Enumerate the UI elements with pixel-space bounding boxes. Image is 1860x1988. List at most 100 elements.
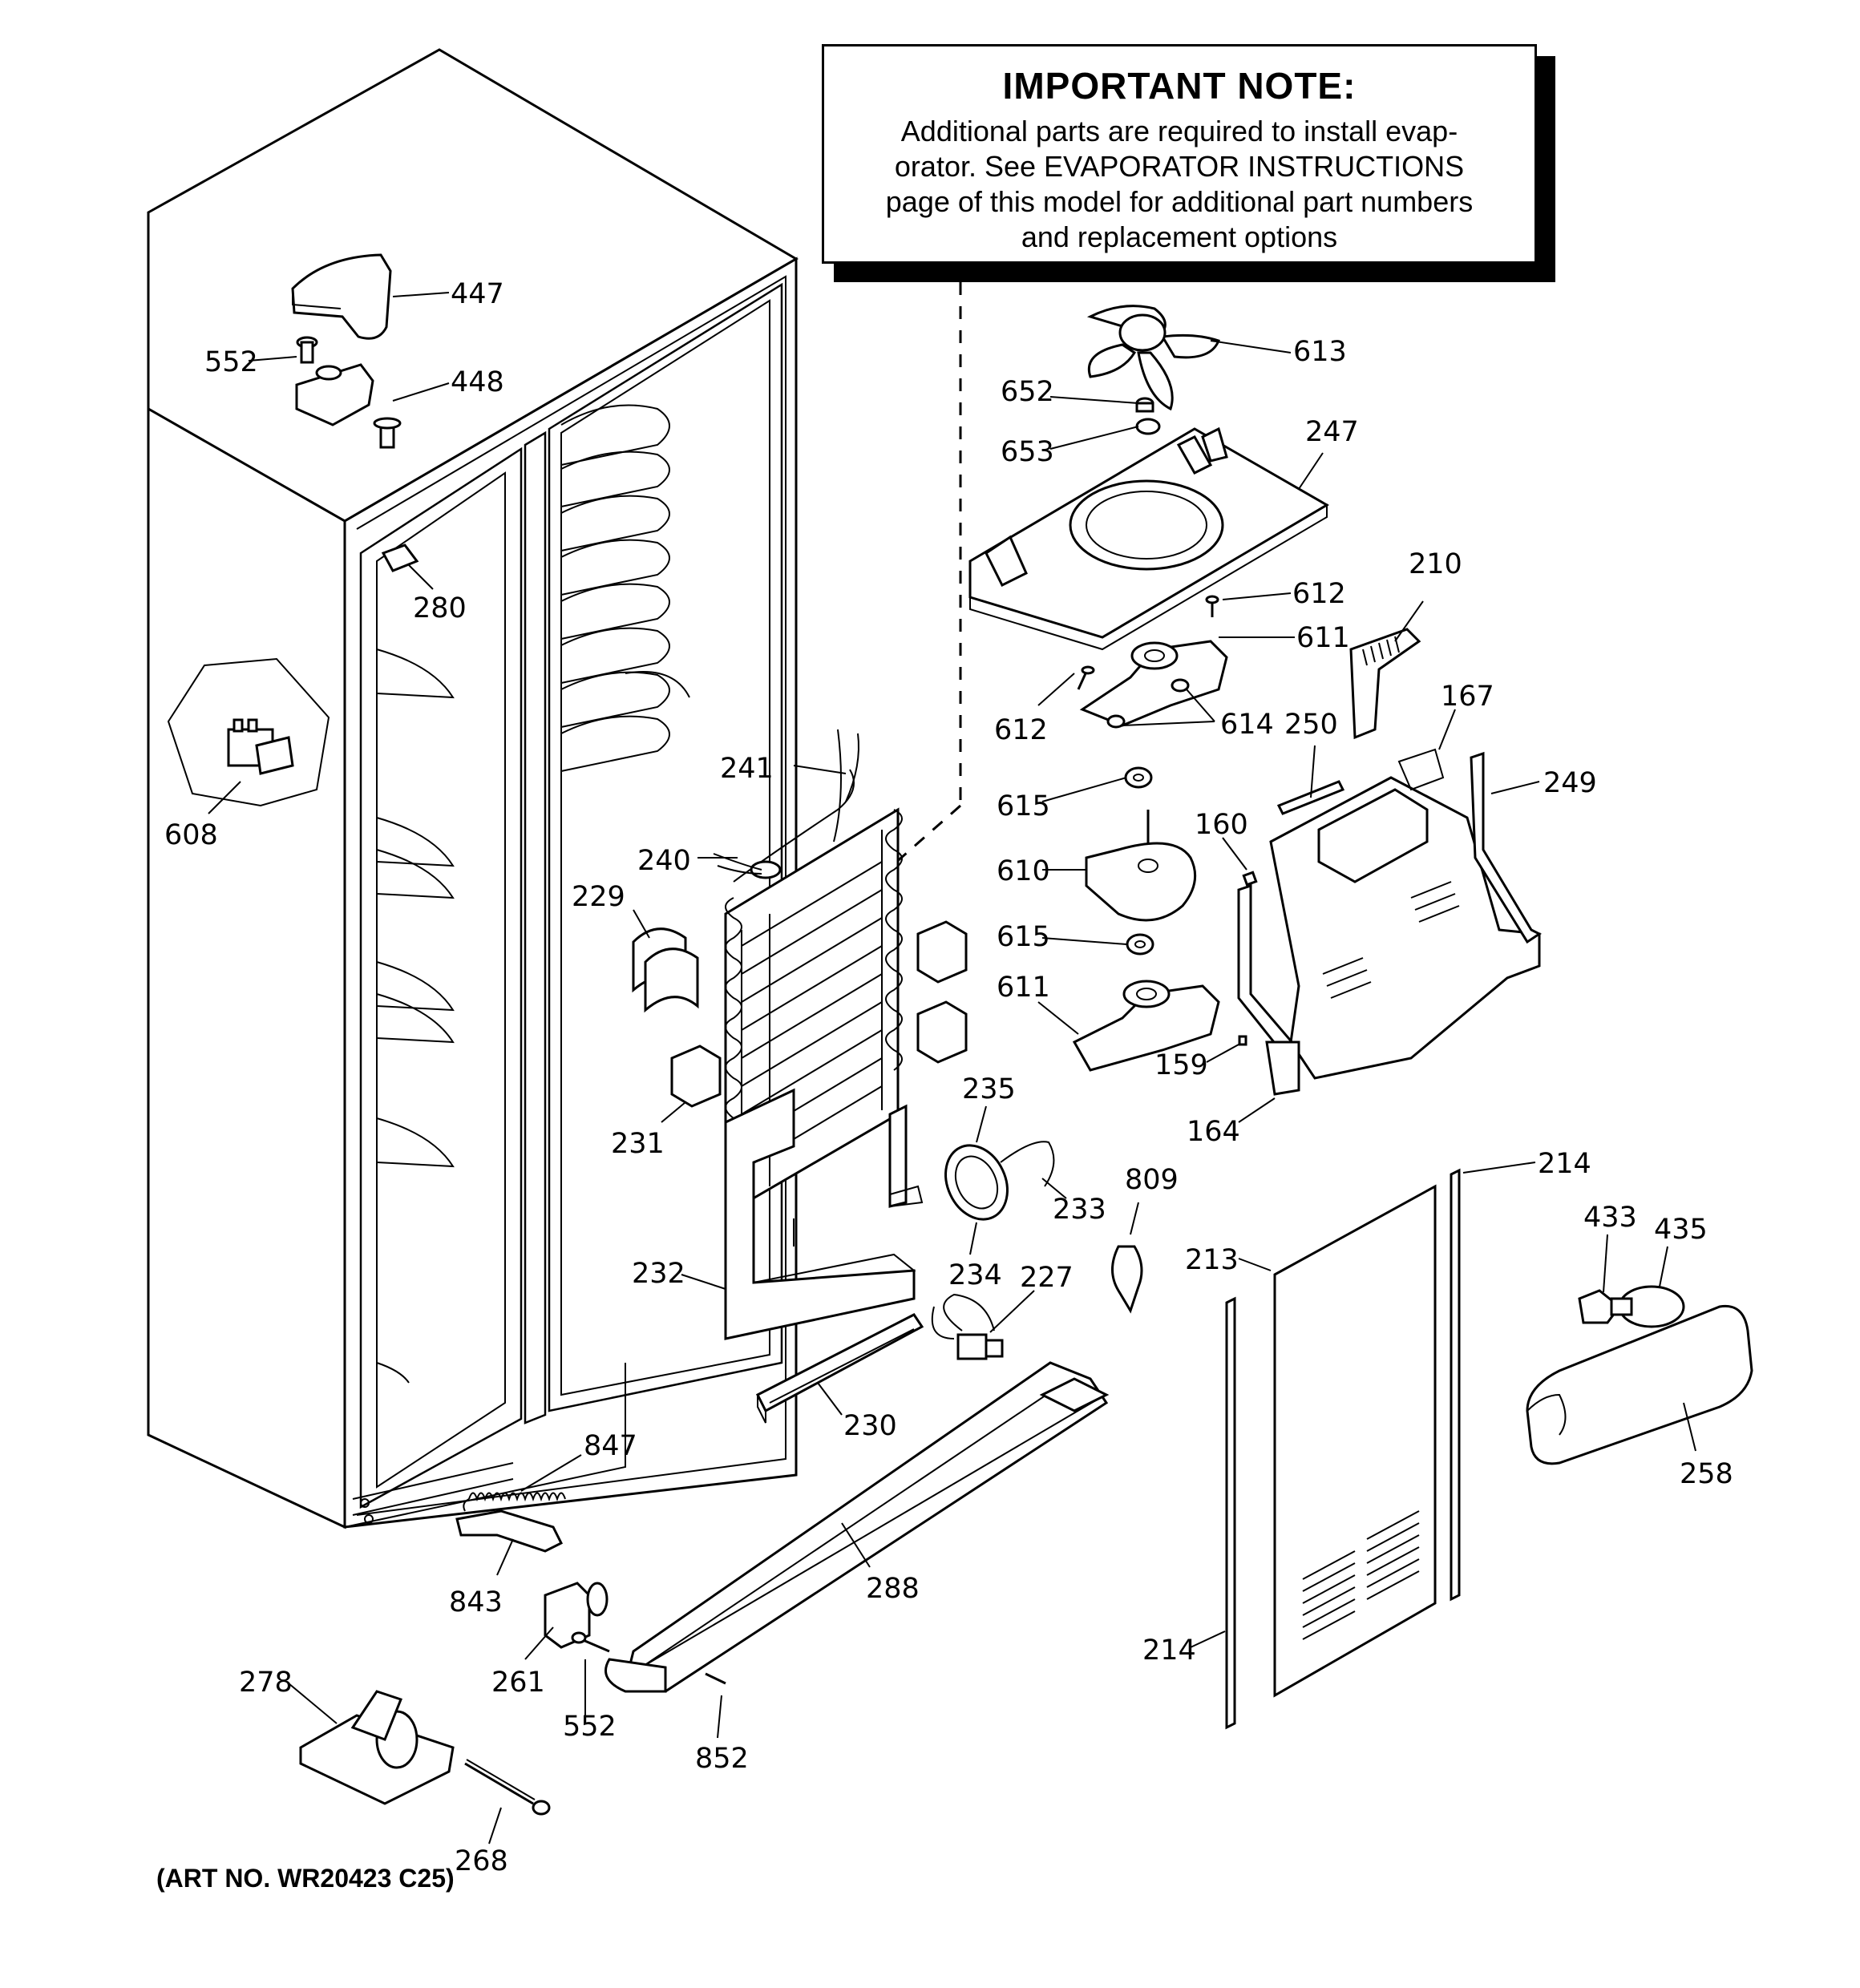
freezer-shelf-rails bbox=[560, 404, 690, 772]
part-249 bbox=[1470, 751, 1542, 944]
part-447-hinge-cover bbox=[291, 253, 392, 340]
note-title: IMPORTANT NOTE: bbox=[1002, 65, 1357, 107]
callout-288: 288 bbox=[866, 1573, 920, 1605]
callout-247: 247 bbox=[1305, 416, 1359, 448]
part-247-fan-shroud bbox=[968, 426, 1329, 651]
callout-433: 433 bbox=[1583, 1202, 1637, 1234]
callout-278: 278 bbox=[239, 1667, 293, 1699]
part-613-fan-blade bbox=[1086, 305, 1220, 411]
callout-230: 230 bbox=[843, 1410, 897, 1442]
part-552-bolt bbox=[571, 1631, 610, 1653]
callout-652: 652 bbox=[1001, 376, 1054, 408]
part-160 bbox=[1242, 871, 1258, 887]
fresh-food-shelf-rails bbox=[376, 649, 455, 1384]
evaporator-fins bbox=[741, 861, 883, 1171]
callout-809: 809 bbox=[1125, 1164, 1179, 1196]
part-612-screw bbox=[1077, 595, 1219, 690]
part-435-bulb bbox=[1610, 1285, 1685, 1328]
callout-210: 210 bbox=[1409, 548, 1462, 580]
panel-vent-left bbox=[1302, 1550, 1356, 1640]
callout-448: 448 bbox=[451, 366, 504, 398]
part-278-roller-bracket bbox=[299, 1690, 455, 1805]
part-159 bbox=[1238, 1035, 1247, 1046]
callout-615: 615 bbox=[997, 921, 1050, 953]
callout-235: 235 bbox=[962, 1073, 1016, 1105]
part-847-spring bbox=[463, 1492, 566, 1512]
part-615-grommet-upper bbox=[1124, 766, 1153, 789]
callout-233: 233 bbox=[1053, 1194, 1106, 1226]
part-608-switch-callout bbox=[167, 657, 330, 807]
part-288-duct bbox=[604, 1361, 1110, 1693]
callout-268: 268 bbox=[455, 1845, 508, 1877]
part-652 bbox=[1135, 397, 1154, 413]
callout-159: 159 bbox=[1154, 1049, 1208, 1081]
note-body: Additional parts are required to install… bbox=[824, 114, 1534, 255]
callout-214: 214 bbox=[1538, 1148, 1591, 1180]
part-653 bbox=[1135, 418, 1161, 435]
part-214-strip-left bbox=[1225, 1296, 1236, 1730]
refrigerator-cabinet bbox=[147, 48, 799, 1529]
evaporator-note-leader bbox=[866, 282, 962, 895]
callout-241: 241 bbox=[720, 753, 774, 785]
part-843-cam bbox=[455, 1509, 564, 1553]
callout-612: 612 bbox=[994, 714, 1048, 746]
callout-608: 608 bbox=[164, 819, 218, 851]
callout-611: 611 bbox=[1296, 622, 1350, 654]
note-line: and replacement options bbox=[1021, 220, 1338, 253]
callout-240: 240 bbox=[637, 845, 691, 877]
callout-167: 167 bbox=[1441, 681, 1494, 713]
callout-160: 160 bbox=[1195, 809, 1248, 841]
evaporator-assembly bbox=[713, 729, 924, 1340]
callout-552: 552 bbox=[563, 1711, 617, 1743]
callout-232: 232 bbox=[632, 1258, 685, 1290]
callout-214: 214 bbox=[1142, 1634, 1196, 1667]
callout-615: 615 bbox=[997, 790, 1050, 822]
callout-164: 164 bbox=[1187, 1116, 1240, 1148]
callout-843: 843 bbox=[449, 1586, 503, 1618]
part-210 bbox=[1349, 628, 1421, 740]
part-230-strip bbox=[755, 1313, 924, 1424]
callout-227: 227 bbox=[1020, 1262, 1074, 1294]
callout-610: 610 bbox=[997, 855, 1050, 887]
part-552-screw bbox=[296, 336, 318, 364]
part-611-motor-bracket-upper bbox=[1079, 640, 1228, 727]
part-268-leveling-screw bbox=[464, 1759, 551, 1816]
callout-435: 435 bbox=[1654, 1214, 1708, 1246]
callout-447: 447 bbox=[451, 278, 504, 310]
callout-653: 653 bbox=[1001, 436, 1054, 468]
callout-613: 613 bbox=[1293, 336, 1347, 368]
callout-249: 249 bbox=[1543, 767, 1597, 799]
callout-852: 852 bbox=[695, 1743, 749, 1775]
leader-lines bbox=[208, 292, 1696, 1845]
callout-250: 250 bbox=[1284, 709, 1338, 741]
callout-231: 231 bbox=[611, 1128, 665, 1160]
part-214-strip-right bbox=[1450, 1168, 1461, 1602]
note-line: Additional parts are required to install… bbox=[900, 115, 1458, 147]
part-229-clip bbox=[632, 927, 699, 1013]
callout-280: 280 bbox=[413, 592, 467, 624]
part-610-fan-motor bbox=[1085, 810, 1197, 922]
part-615-grommet-lower bbox=[1126, 933, 1154, 956]
callout-234: 234 bbox=[948, 1259, 1002, 1291]
part-213-back-panel bbox=[1273, 1184, 1437, 1698]
part-167-damper-housing bbox=[1269, 748, 1541, 1080]
note-line: orator. See EVAPORATOR INSTRUCTIONS bbox=[894, 150, 1465, 183]
part-227-harness bbox=[931, 1293, 1004, 1360]
art-number: (ART NO. WR20423 C25) bbox=[156, 1864, 455, 1893]
callout-847: 847 bbox=[584, 1430, 637, 1462]
part-448-top-hinge bbox=[295, 363, 402, 449]
callout-213: 213 bbox=[1185, 1244, 1239, 1276]
callout-261: 261 bbox=[491, 1667, 545, 1699]
part-611-motor-bracket-lower bbox=[1072, 980, 1220, 1072]
callout-229: 229 bbox=[572, 881, 625, 913]
part-258-lamp-cover bbox=[1526, 1304, 1753, 1465]
part-231-blocks bbox=[670, 920, 968, 1108]
panel-vent-right bbox=[1366, 1510, 1420, 1600]
part-809 bbox=[1111, 1245, 1143, 1314]
part-852-screw bbox=[705, 1672, 726, 1685]
callout-611: 611 bbox=[997, 972, 1050, 1004]
callout-612: 612 bbox=[1292, 578, 1346, 610]
part-614-grommets bbox=[1106, 678, 1190, 729]
